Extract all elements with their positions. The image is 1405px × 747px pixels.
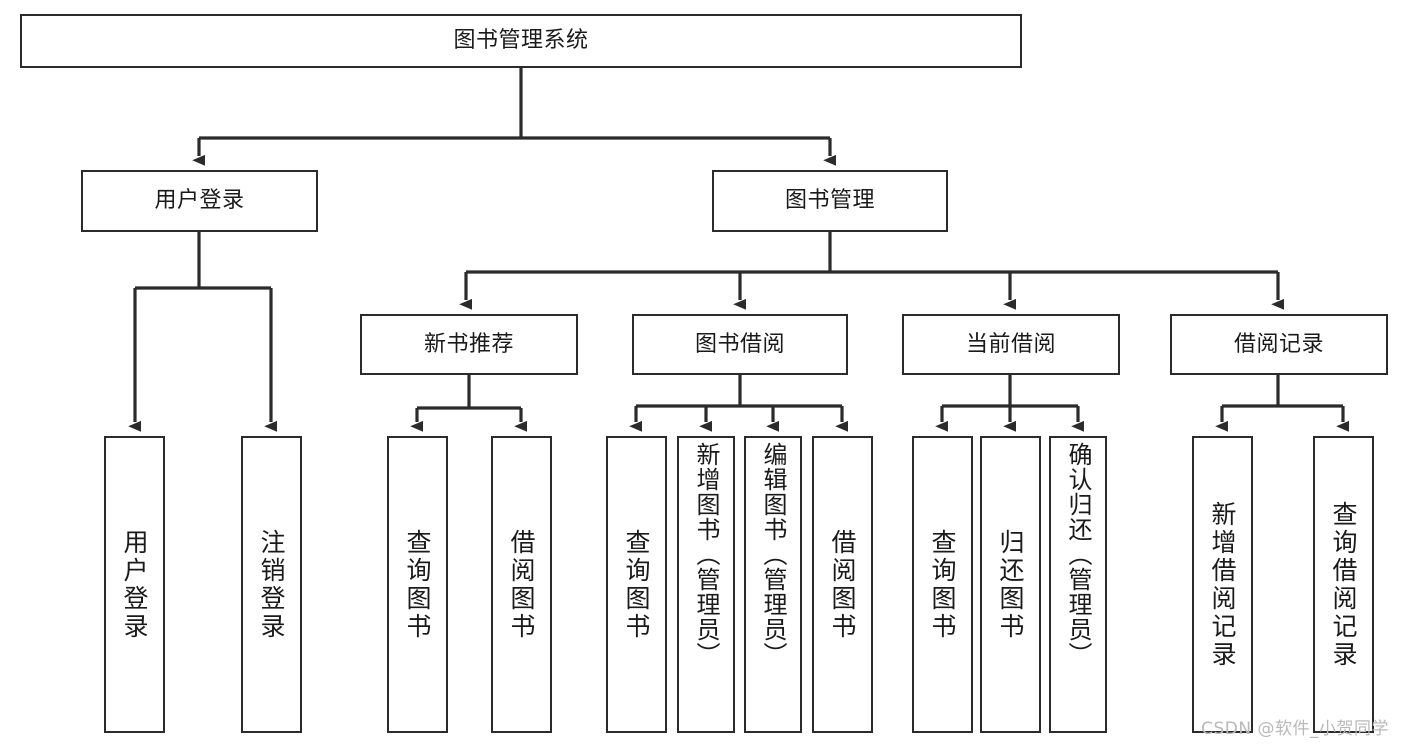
node-leaf-query-record[interactable]: 查询借阅记录 (1313, 436, 1374, 733)
node-new-book-rec[interactable]: 新书推荐 (360, 314, 578, 375)
node-current-borrow-label: 当前借阅 (965, 331, 1056, 357)
node-new-book-rec-label: 新书推荐 (423, 331, 514, 357)
node-user-login[interactable]: 用户登录 (81, 170, 318, 232)
node-leaf-add-record[interactable]: 新增借阅记录 (1192, 436, 1253, 733)
node-leaf-query-book-2-label: 查询图书 (622, 528, 651, 641)
node-leaf-query-book-1[interactable]: 查询图书 (387, 436, 448, 733)
watermark-text: CSDN @软件_小贺同学 (1201, 719, 1389, 739)
node-leaf-query-book-3[interactable]: 查询图书 (912, 436, 973, 733)
node-leaf-confirm-return-label: 确认归还（管理员） (1064, 442, 1092, 667)
node-leaf-borrow-book-1[interactable]: 借阅图书 (491, 436, 552, 733)
node-leaf-user-logout-label: 注销登录 (257, 528, 286, 641)
node-leaf-add-record-label: 新增借阅记录 (1208, 500, 1237, 669)
node-leaf-confirm-return[interactable]: 确认归还（管理员） (1049, 436, 1107, 733)
node-book-manage-label: 图书管理 (784, 188, 875, 214)
node-book-borrow[interactable]: 图书借阅 (632, 314, 848, 375)
node-user-login-label: 用户登录 (154, 188, 245, 214)
node-leaf-add-book[interactable]: 新增图书（管理员） (677, 436, 735, 733)
node-leaf-add-book-label: 新增图书（管理员） (692, 442, 720, 667)
node-borrow-record[interactable]: 借阅记录 (1170, 314, 1388, 375)
node-current-borrow[interactable]: 当前借阅 (902, 314, 1120, 375)
node-leaf-borrow-book-1-label: 借阅图书 (507, 528, 536, 641)
node-leaf-edit-book[interactable]: 编辑图书（管理员） (744, 436, 802, 733)
node-root-label: 图书管理系统 (453, 28, 589, 54)
node-leaf-user-login[interactable]: 用户登录 (104, 436, 165, 733)
node-leaf-query-book-3-label: 查询图书 (928, 528, 957, 641)
node-leaf-query-book-2[interactable]: 查询图书 (606, 436, 667, 733)
node-leaf-return-book-label: 归还图书 (996, 528, 1025, 641)
node-leaf-user-login-label: 用户登录 (120, 528, 149, 641)
node-book-manage[interactable]: 图书管理 (712, 170, 948, 232)
node-book-borrow-label: 图书借阅 (694, 331, 785, 357)
node-leaf-query-book-1-label: 查询图书 (403, 528, 432, 641)
node-leaf-edit-book-label: 编辑图书（管理员） (759, 442, 787, 667)
node-leaf-query-record-label: 查询借阅记录 (1329, 500, 1358, 669)
node-leaf-borrow-book-2[interactable]: 借阅图书 (812, 436, 873, 733)
node-leaf-user-logout[interactable]: 注销登录 (241, 436, 302, 733)
node-borrow-record-label: 借阅记录 (1233, 331, 1324, 357)
node-leaf-return-book[interactable]: 归还图书 (980, 436, 1041, 733)
node-leaf-borrow-book-2-label: 借阅图书 (828, 528, 857, 641)
node-root[interactable]: 图书管理系统 (20, 14, 1022, 68)
